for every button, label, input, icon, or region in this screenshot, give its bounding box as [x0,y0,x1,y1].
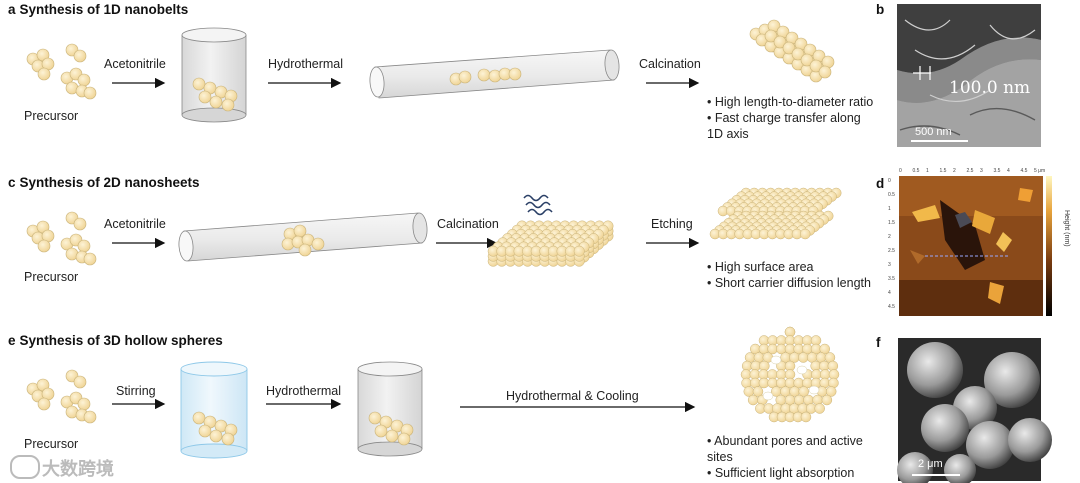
afm-colorbar [1046,176,1052,316]
afm-x-tick: 2.5 [966,168,974,174]
step-e-hydrothermal: Hydrothermal [266,384,342,398]
note-e-1: • Abundant pores and active [707,434,863,448]
afm-y-tick: 2 [888,234,891,240]
note-a-1: • High length-to-diameter ratio [707,95,874,109]
notes-c: • High surface area • Short carrier diff… [707,259,871,291]
precursor-cluster-e [26,369,97,424]
step-c-acetonitrile: Acetonitrile [104,217,166,231]
tube-a [369,49,620,99]
nanosheet-thick-plate [487,220,614,267]
precursor-label-a: Precursor [24,109,79,123]
afm-y-tick: 4.5 [888,304,895,310]
note-e-3: • Sufficient light absorption [707,466,855,480]
step-a-acetonitrile: Acetonitrile [104,57,166,71]
notes-e: • Abundant pores and active sites • Suff… [707,433,863,481]
tube-c [178,212,428,262]
step-e-stirring: Stirring [116,384,156,398]
note-a-3: 1D axis [707,127,749,141]
afm-y-tick: 3 [888,262,891,268]
afm-y-tick: 0 [888,178,891,184]
row-c-letter: c [8,175,16,190]
precursor-cluster-c [26,211,97,266]
afm-x-tick: 0 [899,168,902,174]
watermark: 大数跨境 [42,459,114,479]
nanosheet-thin-top [717,187,842,217]
step-c-calcination: Calcination [437,217,499,231]
note-e-2: sites [707,450,733,464]
step-e-hydrothermal-cooling: Hydrothermal & Cooling [506,389,639,403]
step-a-hydrothermal: Hydrothermal [268,57,344,71]
afm-x-tick: 2 [953,168,956,174]
afm-y-tick: 1 [888,206,891,212]
nanobelt-product [749,19,835,83]
step-a-calcination: Calcination [639,57,701,71]
afm-x-tick: 1.5 [939,168,947,174]
precursor-cluster-a [26,43,97,100]
afm-y-tick: 0.5 [888,192,895,198]
afm-x-tick: 4.5 [1020,168,1028,174]
vessel-a [181,27,247,123]
row-e-letter: e [8,333,16,348]
precursor-label-c: Precursor [24,270,79,284]
precursor-label-e: Precursor [24,437,79,451]
afm-x-tick: 5 μm [1034,168,1046,174]
afm-y-tick: 2.5 [888,248,895,254]
afm-y-tick: 3.5 [888,276,895,282]
etching-waves-icon [523,194,553,216]
vessel-e-gray [357,361,423,457]
panel-letter-b: b [876,2,885,17]
tem-image-b [897,4,1041,147]
afm-image-d [899,176,1052,316]
note-c-2: • Short carrier diffusion length [707,276,871,290]
note-c-1: • High surface area [707,260,814,274]
afm-x-tick: 4 [1007,168,1010,174]
watermark-logo-icon [10,455,40,479]
tem-scale-bar-label: 500 nm [915,126,952,138]
afm-x-tick: 1 [926,168,929,174]
afm-x-tick: 3.5 [993,168,1001,174]
afm-y-tick: 4 [888,290,891,296]
panel-letter-d: d [876,176,885,191]
vessel-e-blue [180,361,248,459]
nanosheet-thin-bottom [709,210,834,240]
note-a-2: • Fast charge transfer along [707,111,861,125]
afm-x-tick: 3 [980,168,983,174]
afm-y-tick: 1.5 [888,220,895,226]
afm-x-tick: 0.5 [912,168,920,174]
step-c-etching: Etching [651,217,693,231]
panel-letter-f: f [876,335,881,350]
hollow-sphere-product [740,326,840,423]
sem-scale-bar-label: 2 μm [918,458,943,470]
notes-a: • High length-to-diameter ratio • Fast c… [707,94,873,142]
sem-image-f [897,338,1052,483]
afm-colorbar-label: Height (nm) [1063,210,1070,247]
row-a-letter: a [8,2,16,17]
tem-measure-label: 100.0 nm [949,78,1031,98]
